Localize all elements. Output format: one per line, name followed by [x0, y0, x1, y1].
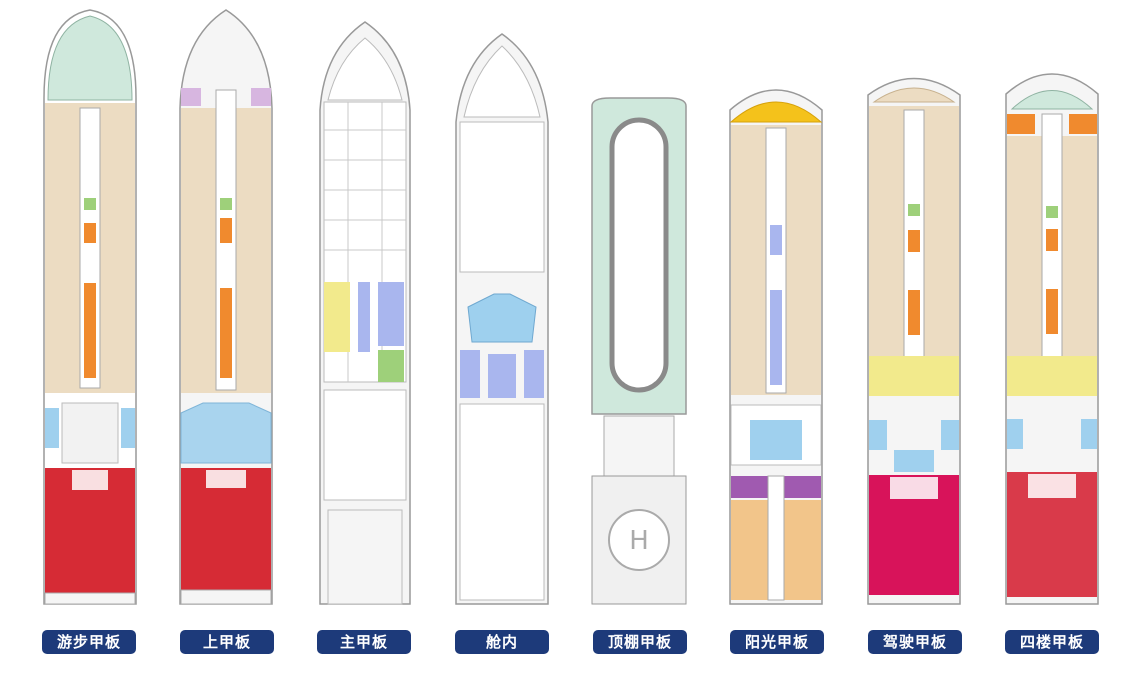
- deck-label-sun: 阳光甲板: [730, 630, 824, 654]
- deck-label-fourth: 四楼甲板: [1005, 630, 1099, 654]
- deck-top[interactable]: H: [590, 96, 688, 608]
- deck-label-upper: 上甲板: [180, 630, 274, 654]
- deck-bridge[interactable]: [866, 70, 962, 608]
- deck-label-main: 主甲板: [317, 630, 411, 654]
- deck-upper-plan: [179, 9, 273, 605]
- deck-label-promenade: 游步甲板: [42, 630, 136, 654]
- deck-label-cabin: 舱内: [455, 630, 549, 654]
- deck-fourth[interactable]: [1004, 64, 1100, 608]
- deck-promenade-plan: [43, 9, 137, 605]
- deck-sun-plan: [729, 89, 823, 605]
- deck-main-plan: [319, 21, 411, 605]
- deck-sun[interactable]: [728, 80, 824, 608]
- deck-main[interactable]: [318, 20, 412, 608]
- deck-cabin[interactable]: [454, 32, 550, 608]
- deck-cabin-plan: [455, 33, 549, 605]
- deck-label-bridge: 驾驶甲板: [868, 630, 962, 654]
- deck-top-plan: H: [591, 97, 687, 605]
- svg-text:H: H: [629, 526, 649, 556]
- deck-fourth-plan: [1005, 73, 1099, 605]
- deck-upper[interactable]: [178, 8, 274, 608]
- deck-promenade[interactable]: [42, 8, 138, 608]
- deck-label-top: 顶棚甲板: [593, 630, 687, 654]
- deck-bridge-plan: [867, 77, 961, 605]
